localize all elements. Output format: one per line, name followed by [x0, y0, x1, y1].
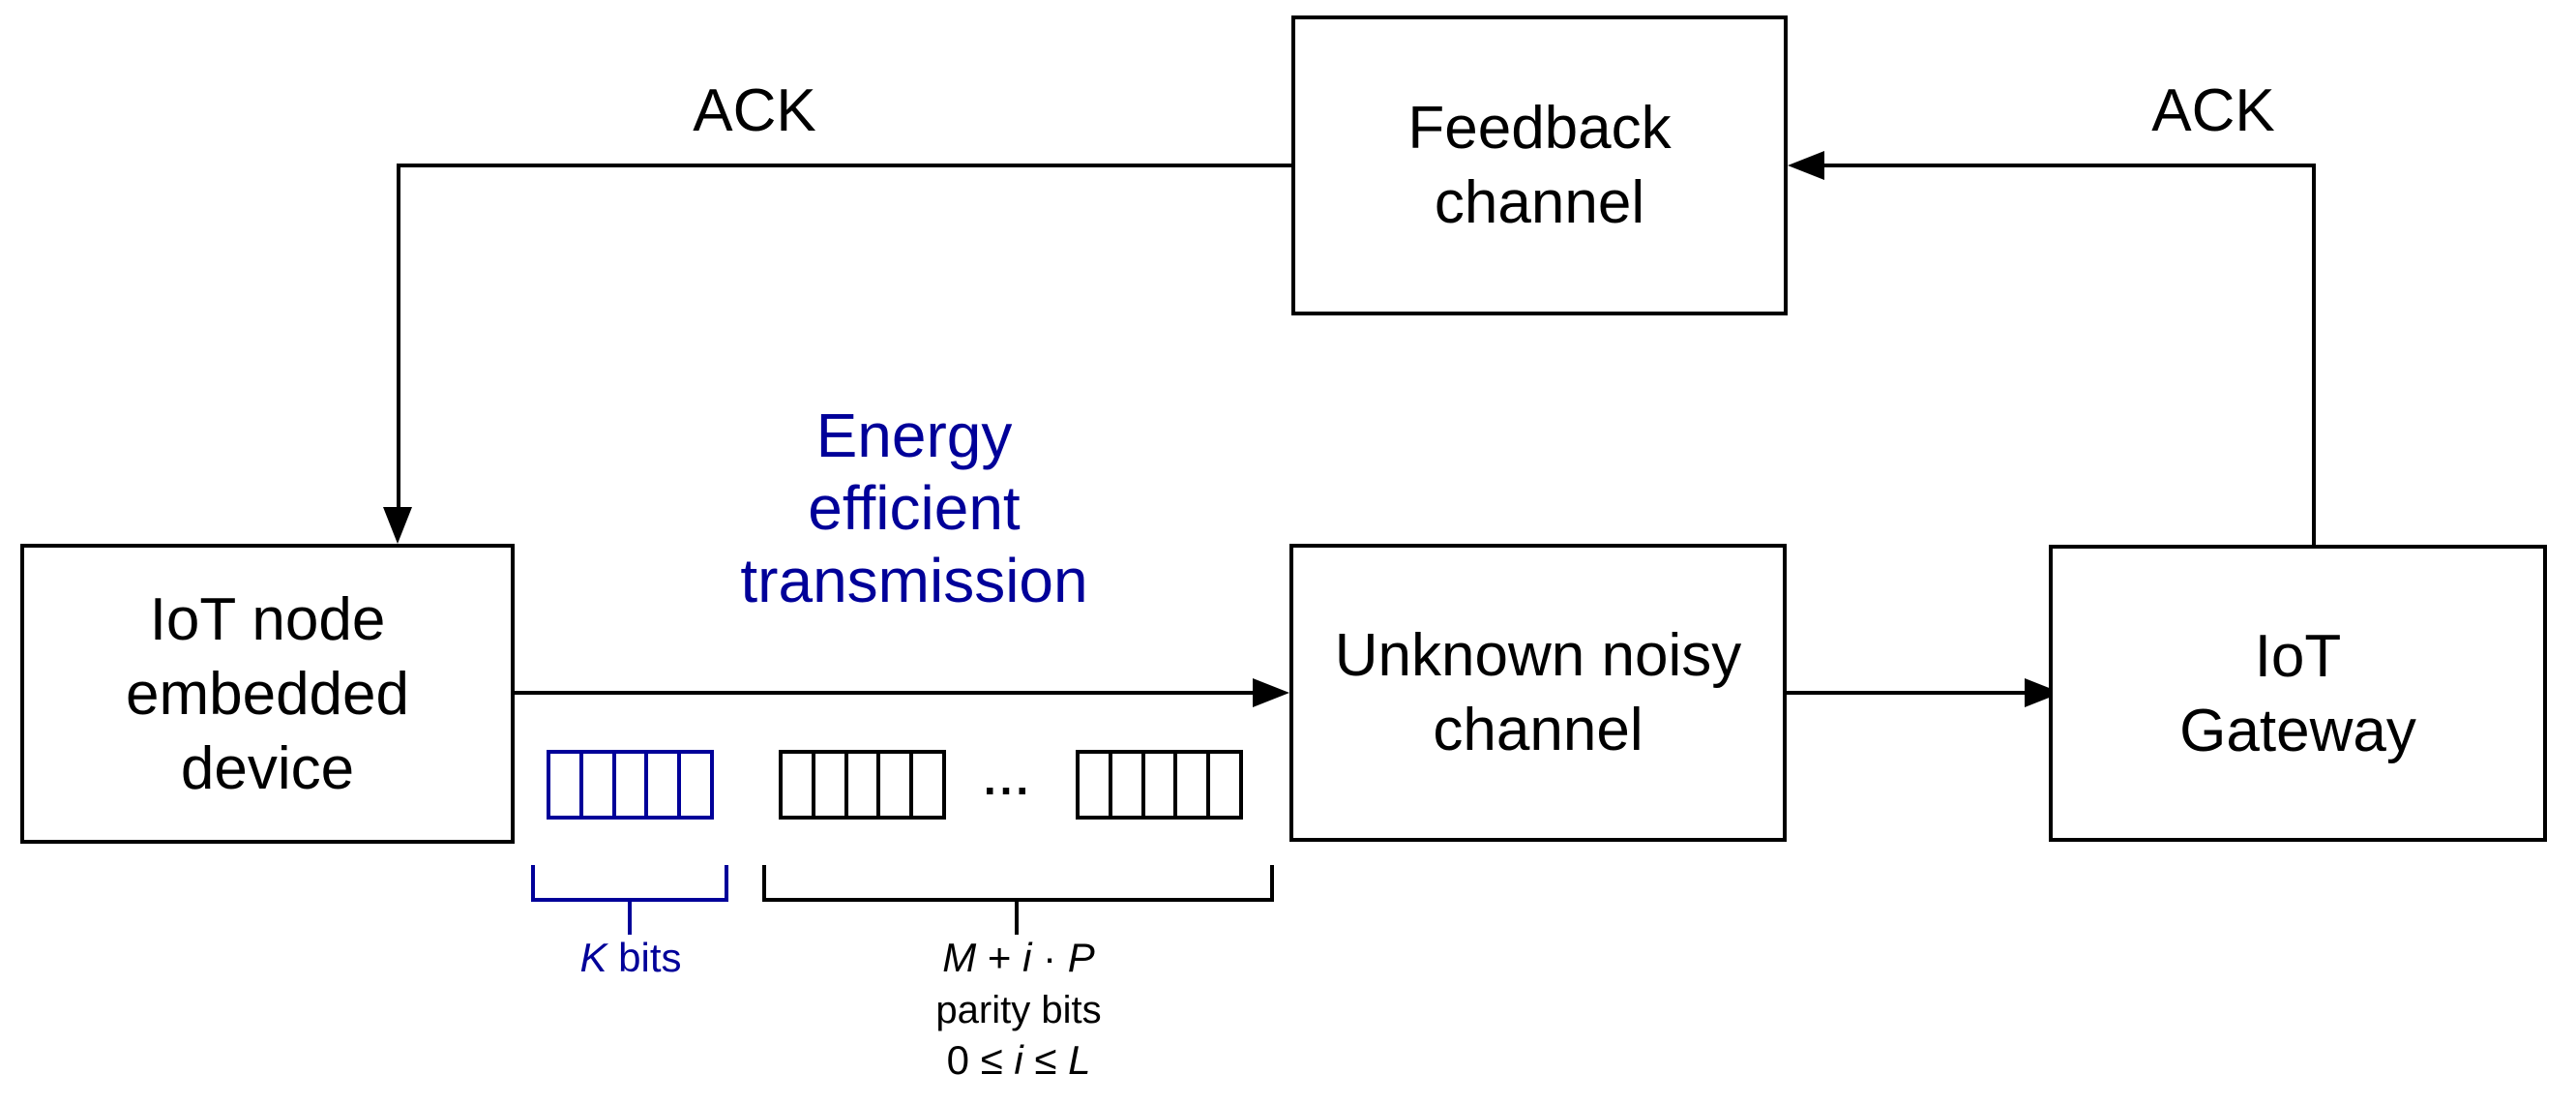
iot-node-label-line: embedded	[125, 660, 410, 728]
k-bits-brace	[531, 865, 728, 902]
iot-gateway-label-line: Gateway	[2179, 697, 2416, 764]
ack-label-left: ACK	[693, 77, 816, 144]
energy-label-line: transmission	[740, 546, 1088, 615]
parity-formula-label: M + i · P	[942, 935, 1095, 980]
ack-line-left-horizontal	[397, 164, 1291, 167]
arrowhead-right-into-channel	[1253, 678, 1289, 707]
ack-line-left-vertical	[397, 164, 400, 507]
arrow-channel-to-gateway	[1787, 691, 2028, 695]
bit-cell	[611, 754, 645, 816]
i-range-label: 0 ≤ i ≤ L	[946, 1037, 1091, 1083]
ack-line-right-horizontal	[1824, 164, 2316, 167]
bit-cell	[876, 754, 909, 816]
ellipsis-label: ...	[983, 754, 1033, 804]
bit-cell	[1173, 754, 1206, 816]
bit-cell	[1080, 754, 1109, 816]
arrowhead-down-into-iot-node	[383, 507, 412, 544]
ack-line-right-vertical	[2312, 164, 2316, 545]
energy-efficient-transmission-label: Energy efficient transmission	[672, 400, 1156, 617]
bit-cell	[1206, 754, 1239, 816]
bit-cell	[811, 754, 844, 816]
iot-node-label-line: IoT node	[149, 585, 386, 653]
iot-node-embedded-device-box: IoT node embedded device	[20, 544, 515, 844]
bit-cell	[1140, 754, 1174, 816]
arrowhead-left-into-feedback	[1788, 151, 1824, 180]
feedback-channel-label-line: channel	[1434, 169, 1645, 236]
unknown-noisy-channel-box: Unknown noisy channel	[1289, 544, 1787, 842]
bit-cell	[844, 754, 877, 816]
bit-cell	[578, 754, 612, 816]
unknown-channel-label-line: Unknown noisy	[1334, 622, 1742, 689]
bit-cell	[550, 754, 579, 816]
energy-label-line: efficient	[808, 473, 1021, 543]
energy-label-line: Energy	[815, 401, 1013, 470]
iot-gateway-label-line: IoT	[2254, 622, 2342, 690]
parity-bits-brace-stem	[1015, 898, 1019, 935]
info-bits-block	[547, 750, 714, 820]
bit-cell	[1108, 754, 1141, 816]
feedback-channel-label-line: Feedback	[1407, 95, 1672, 162]
parity-bits-block	[779, 750, 946, 820]
bit-cell	[783, 754, 812, 816]
k-bits-label: K bits	[579, 935, 682, 980]
parity-bits-block	[1076, 750, 1243, 820]
parity-bits-label: parity bits	[935, 989, 1102, 1031]
unknown-channel-label-line: channel	[1433, 697, 1643, 763]
bit-cell	[644, 754, 677, 816]
ack-label-right: ACK	[2151, 77, 2275, 144]
parity-bits-brace	[762, 865, 1274, 902]
bit-cell	[909, 754, 942, 816]
arrow-iot-node-to-channel	[515, 691, 1256, 695]
iot-node-label-line: device	[180, 734, 355, 802]
bit-cell	[677, 754, 710, 816]
feedback-channel-box: Feedback channel	[1291, 15, 1788, 315]
iot-gateway-box: IoT Gateway	[2049, 545, 2547, 842]
k-bits-brace-stem	[628, 898, 632, 935]
